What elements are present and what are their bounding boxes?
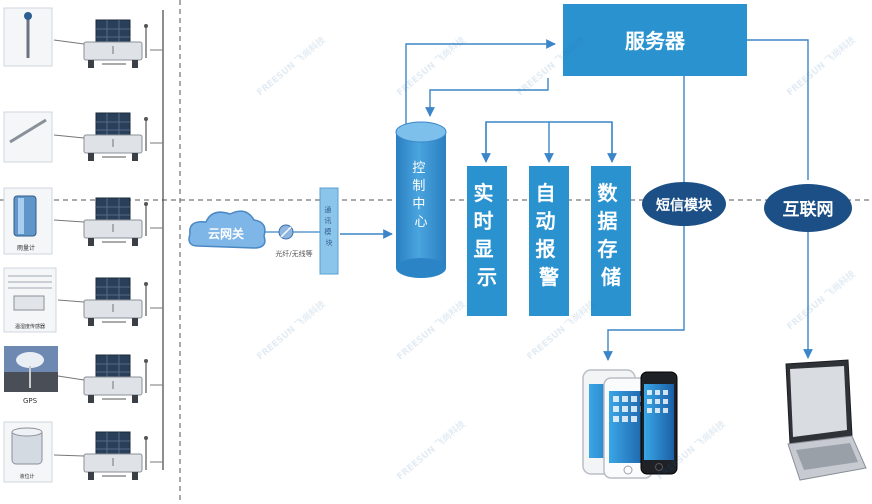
- station-column: [83, 19, 149, 481]
- watermark-text: FREESUN 飞尚科技: [784, 33, 858, 98]
- solar-station-icon: [83, 354, 149, 404]
- sensor-5-label: GPS: [23, 397, 38, 405]
- watermark-text: FREESUN 飞尚科技: [254, 33, 328, 98]
- sensor-6: 液位计: [3, 421, 53, 483]
- watermark-text: FREESUN 飞尚科技: [394, 297, 468, 362]
- sensor-column: 雨量计 温湿度传感器 GPS 液位计: [3, 7, 58, 483]
- solar-station-icon: [83, 197, 149, 247]
- watermark-text: FREESUN 飞尚科技: [394, 417, 468, 482]
- watermark-text: FREESUN 飞尚科技: [784, 267, 858, 332]
- sensor-6-label: 液位计: [19, 473, 34, 480]
- comm-module-label: 通 讯 模 块: [324, 205, 333, 247]
- cloud-gateway-label: 云网关: [208, 226, 244, 241]
- solar-station-icon: [83, 19, 149, 69]
- internet-label: 互联网: [783, 200, 834, 220]
- sms-module: 短信模块: [642, 182, 726, 226]
- line-server-to-internet: [747, 39, 809, 180]
- cloud-gateway: 云网关: [188, 210, 266, 249]
- smartphones: [582, 369, 678, 479]
- server-label: 服务器: [625, 29, 686, 53]
- realtime-display-label: 实 时 显 示: [474, 181, 501, 289]
- solar-station-icon: [83, 277, 149, 327]
- control-center-label: 控 制 中 心: [412, 161, 429, 230]
- laptop: [785, 359, 867, 481]
- solar-station-icon: [83, 431, 149, 481]
- sensor-3: 雨量计: [3, 187, 53, 255]
- sensor-3-label: 雨量计: [17, 244, 35, 252]
- server-box: 服务器: [563, 4, 747, 76]
- realtime-display-box: 实 时 显 示: [467, 166, 507, 316]
- sms-module-label: 短信模块: [656, 197, 713, 214]
- phone-black: [640, 371, 678, 475]
- data-storage-box: 数 据 存 储: [591, 166, 631, 316]
- arrow-sms-to-phones: [603, 226, 685, 361]
- link-media: 光纤/无线等: [264, 224, 320, 258]
- arrow-server-to-control: [425, 78, 549, 117]
- auto-alarm-box: 自 动 报 警: [529, 166, 569, 316]
- auto-alarm-label: 自 动 报 警: [536, 181, 563, 289]
- sensor-5: GPS: [4, 346, 58, 405]
- comm-module: 通 讯 模 块: [319, 187, 339, 275]
- internet: 互联网: [764, 184, 852, 232]
- link-media-label: 光纤/无线等: [275, 249, 312, 258]
- watermark-text: FREESUN 飞尚科技: [254, 297, 328, 362]
- sensor-4-label: 温湿度传感器: [15, 323, 45, 330]
- arrow-control-to-server: [405, 39, 556, 124]
- sensor-4: 温湿度传感器: [3, 267, 57, 333]
- data-storage-label: 数 据 存 储: [598, 181, 625, 289]
- sensor-1: [3, 7, 53, 67]
- control-center: 控 制 中 心: [395, 121, 447, 278]
- solar-station-icon: [83, 112, 149, 162]
- sensor-links: [53, 39, 163, 463]
- sensor-2: [3, 111, 53, 163]
